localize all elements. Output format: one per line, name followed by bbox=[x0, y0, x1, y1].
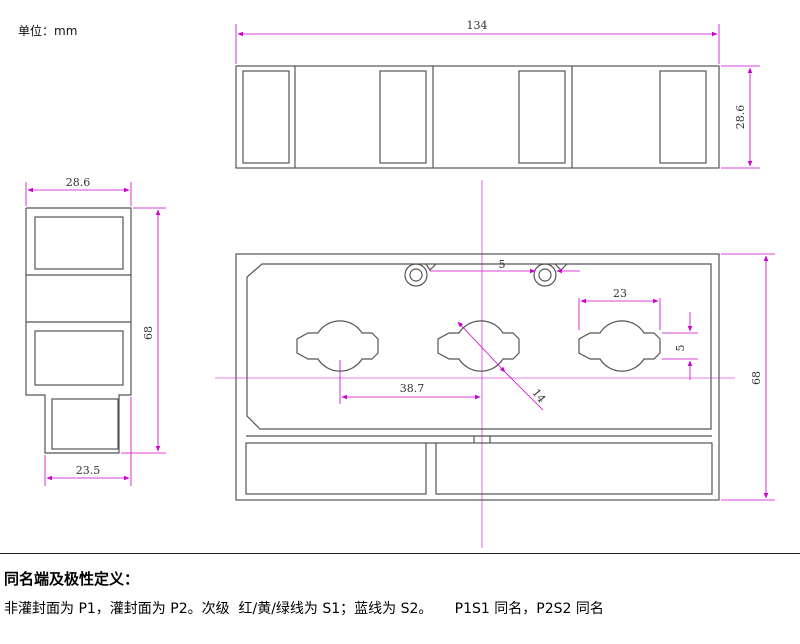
unit-label: 单位：mm bbox=[18, 24, 78, 38]
front-view-outline bbox=[235, 253, 720, 501]
hole-slot-width-dimension: 23 bbox=[578, 287, 661, 330]
hole-diameter-label: 14 bbox=[529, 386, 548, 405]
front-view bbox=[235, 253, 720, 501]
hole-spacing-dimension: 38.7 bbox=[339, 360, 481, 404]
notch-spacing-dimension: 5 bbox=[430, 258, 580, 274]
top-height-label: 28.6 bbox=[734, 105, 747, 130]
side-height-dimension: 68 bbox=[121, 207, 166, 454]
front-inner-panel bbox=[246, 263, 712, 430]
top-length-label: 134 bbox=[467, 19, 488, 32]
side-view-outline bbox=[25, 207, 132, 454]
side-width-bottom-label: 23.5 bbox=[76, 464, 101, 477]
keyed-hole-left bbox=[296, 320, 379, 372]
hole-slot-width-label: 23 bbox=[613, 287, 627, 300]
side-width-bottom-dimension: 23.5 bbox=[44, 397, 132, 486]
mounting-notch-left bbox=[404, 263, 428, 287]
notch-spacing-label: 5 bbox=[499, 258, 506, 271]
mounting-notch-right bbox=[533, 263, 557, 287]
hole-slot-height-label: 5 bbox=[674, 345, 687, 352]
top-view-outline bbox=[235, 65, 720, 169]
divider-line bbox=[0, 553, 800, 554]
center-lines bbox=[215, 180, 735, 548]
notes-text: 非灌封面为 P1，灌封面为 P2。次级 红/黄/绿线为 S1；蓝线为 S2。 P… bbox=[4, 601, 604, 617]
side-width-top-label: 28.6 bbox=[66, 176, 91, 189]
front-height-label: 68 bbox=[750, 371, 763, 385]
top-height-dimension: 28.6 bbox=[721, 65, 760, 169]
hole-spacing-label: 38.7 bbox=[400, 382, 425, 395]
technical-drawing: 134 28.6 28.6 68 23.5 bbox=[25, 19, 775, 548]
side-height-label: 68 bbox=[142, 326, 155, 340]
side-view bbox=[25, 207, 132, 454]
side-width-top-dimension: 28.6 bbox=[25, 176, 132, 206]
top-length-dimension: 134 bbox=[235, 19, 720, 64]
top-view bbox=[235, 65, 720, 169]
front-height-dimension: 68 bbox=[721, 253, 775, 501]
keyed-hole-center bbox=[437, 320, 520, 372]
keyed-hole-right bbox=[578, 320, 661, 372]
hole-slot-height-dimension: 5 bbox=[662, 312, 698, 380]
notes-title: 同名端及极性定义： bbox=[4, 570, 140, 588]
hole-diameter-dimension: 14 bbox=[457, 321, 548, 411]
